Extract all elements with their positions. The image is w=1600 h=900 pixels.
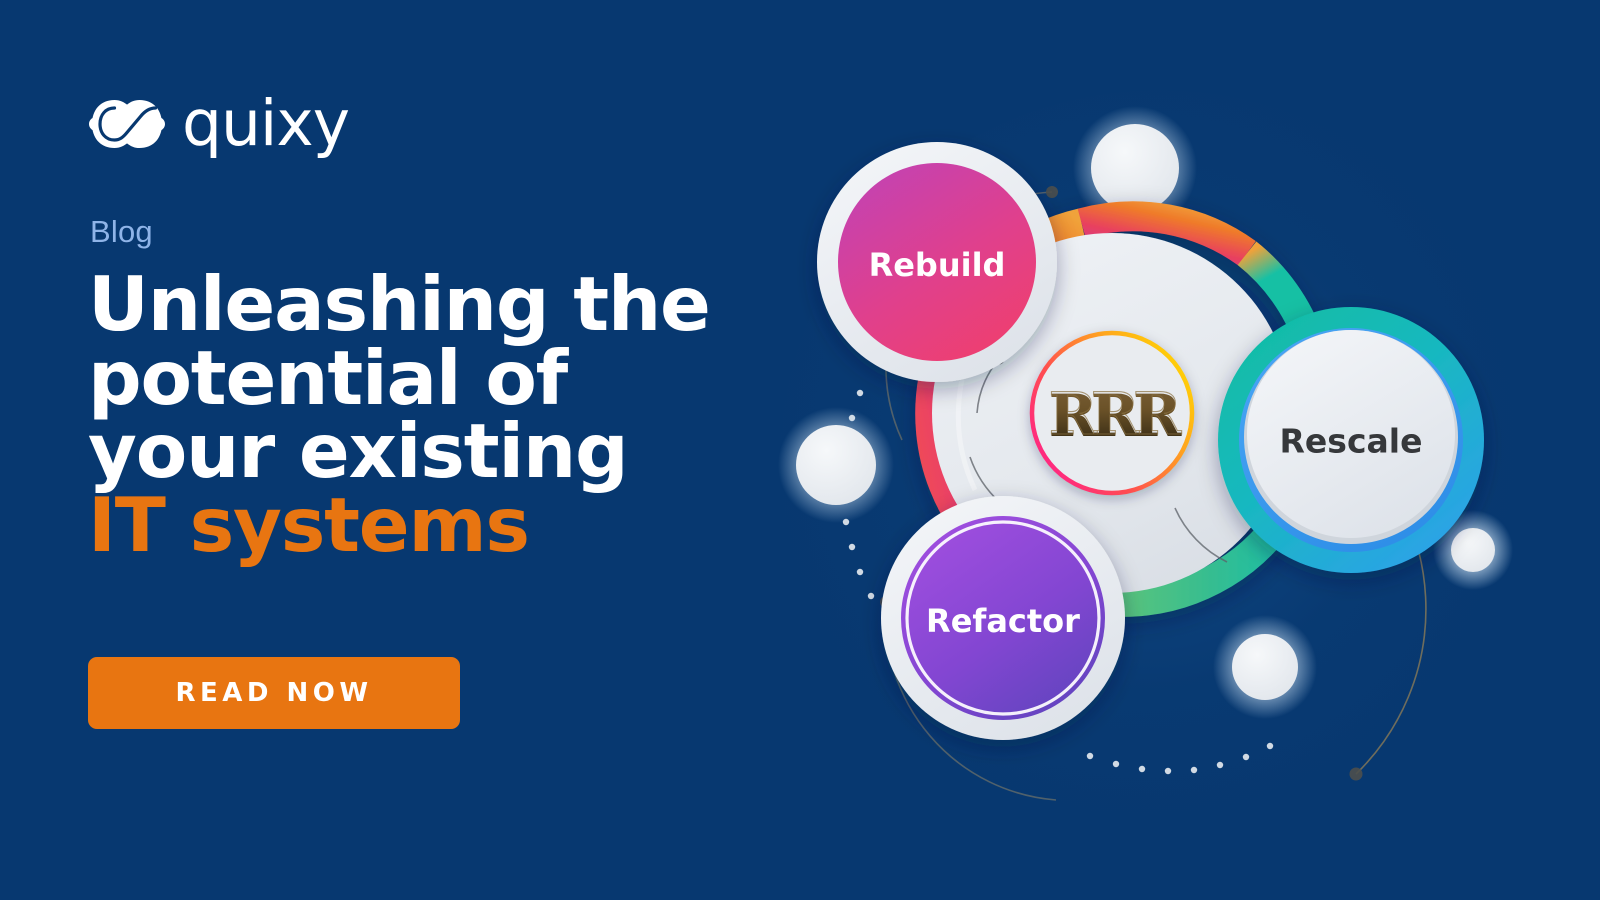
satellite-circle-bottom bbox=[1213, 615, 1317, 719]
center-rrr-badge[interactable]: RRR RRR bbox=[1029, 330, 1195, 496]
rrr-wordmark-icon: RRR RRR bbox=[1048, 379, 1189, 450]
satellite-circle-top bbox=[1073, 106, 1197, 230]
read-now-button[interactable]: READ NOW bbox=[88, 657, 460, 729]
node-refactor[interactable]: Refactor bbox=[881, 496, 1125, 740]
node-rebuild-label: Rebuild bbox=[869, 246, 1006, 284]
node-rebuild[interactable]: Rebuild bbox=[817, 142, 1057, 382]
headline-accent-line: IT systems bbox=[88, 480, 530, 569]
brand-logo[interactable]: quixy bbox=[88, 87, 350, 160]
node-refactor-label: Refactor bbox=[926, 602, 1080, 640]
quixy-infinity-loop-logo-icon bbox=[88, 96, 166, 152]
svg-text:RRR: RRR bbox=[1049, 380, 1182, 448]
brand-wordmark: quixy bbox=[182, 87, 350, 160]
rrr-wordmark-text: RRR bbox=[1049, 382, 1182, 450]
satellite-circle-right bbox=[1433, 510, 1513, 590]
headline-line-2: potential of bbox=[88, 333, 568, 422]
rrr-concept-illustration: Rescale Rebuild Refactor RRR bbox=[778, 106, 1550, 810]
eyebrow-label: Blog bbox=[90, 214, 153, 249]
node-rescale[interactable]: Rescale bbox=[1218, 307, 1484, 573]
satellite-circle-left bbox=[778, 407, 894, 523]
headline-line-3: your existing bbox=[88, 407, 629, 495]
headline-line-1: Unleashing the bbox=[88, 260, 711, 348]
left-content-column: quixy Blog Unleashing the potential of y… bbox=[88, 0, 768, 900]
page-title: Unleashing the potential of your existin… bbox=[88, 260, 788, 569]
dotted-arc-bottom bbox=[1086, 742, 1274, 775]
node-rescale-label: Rescale bbox=[1280, 422, 1423, 461]
